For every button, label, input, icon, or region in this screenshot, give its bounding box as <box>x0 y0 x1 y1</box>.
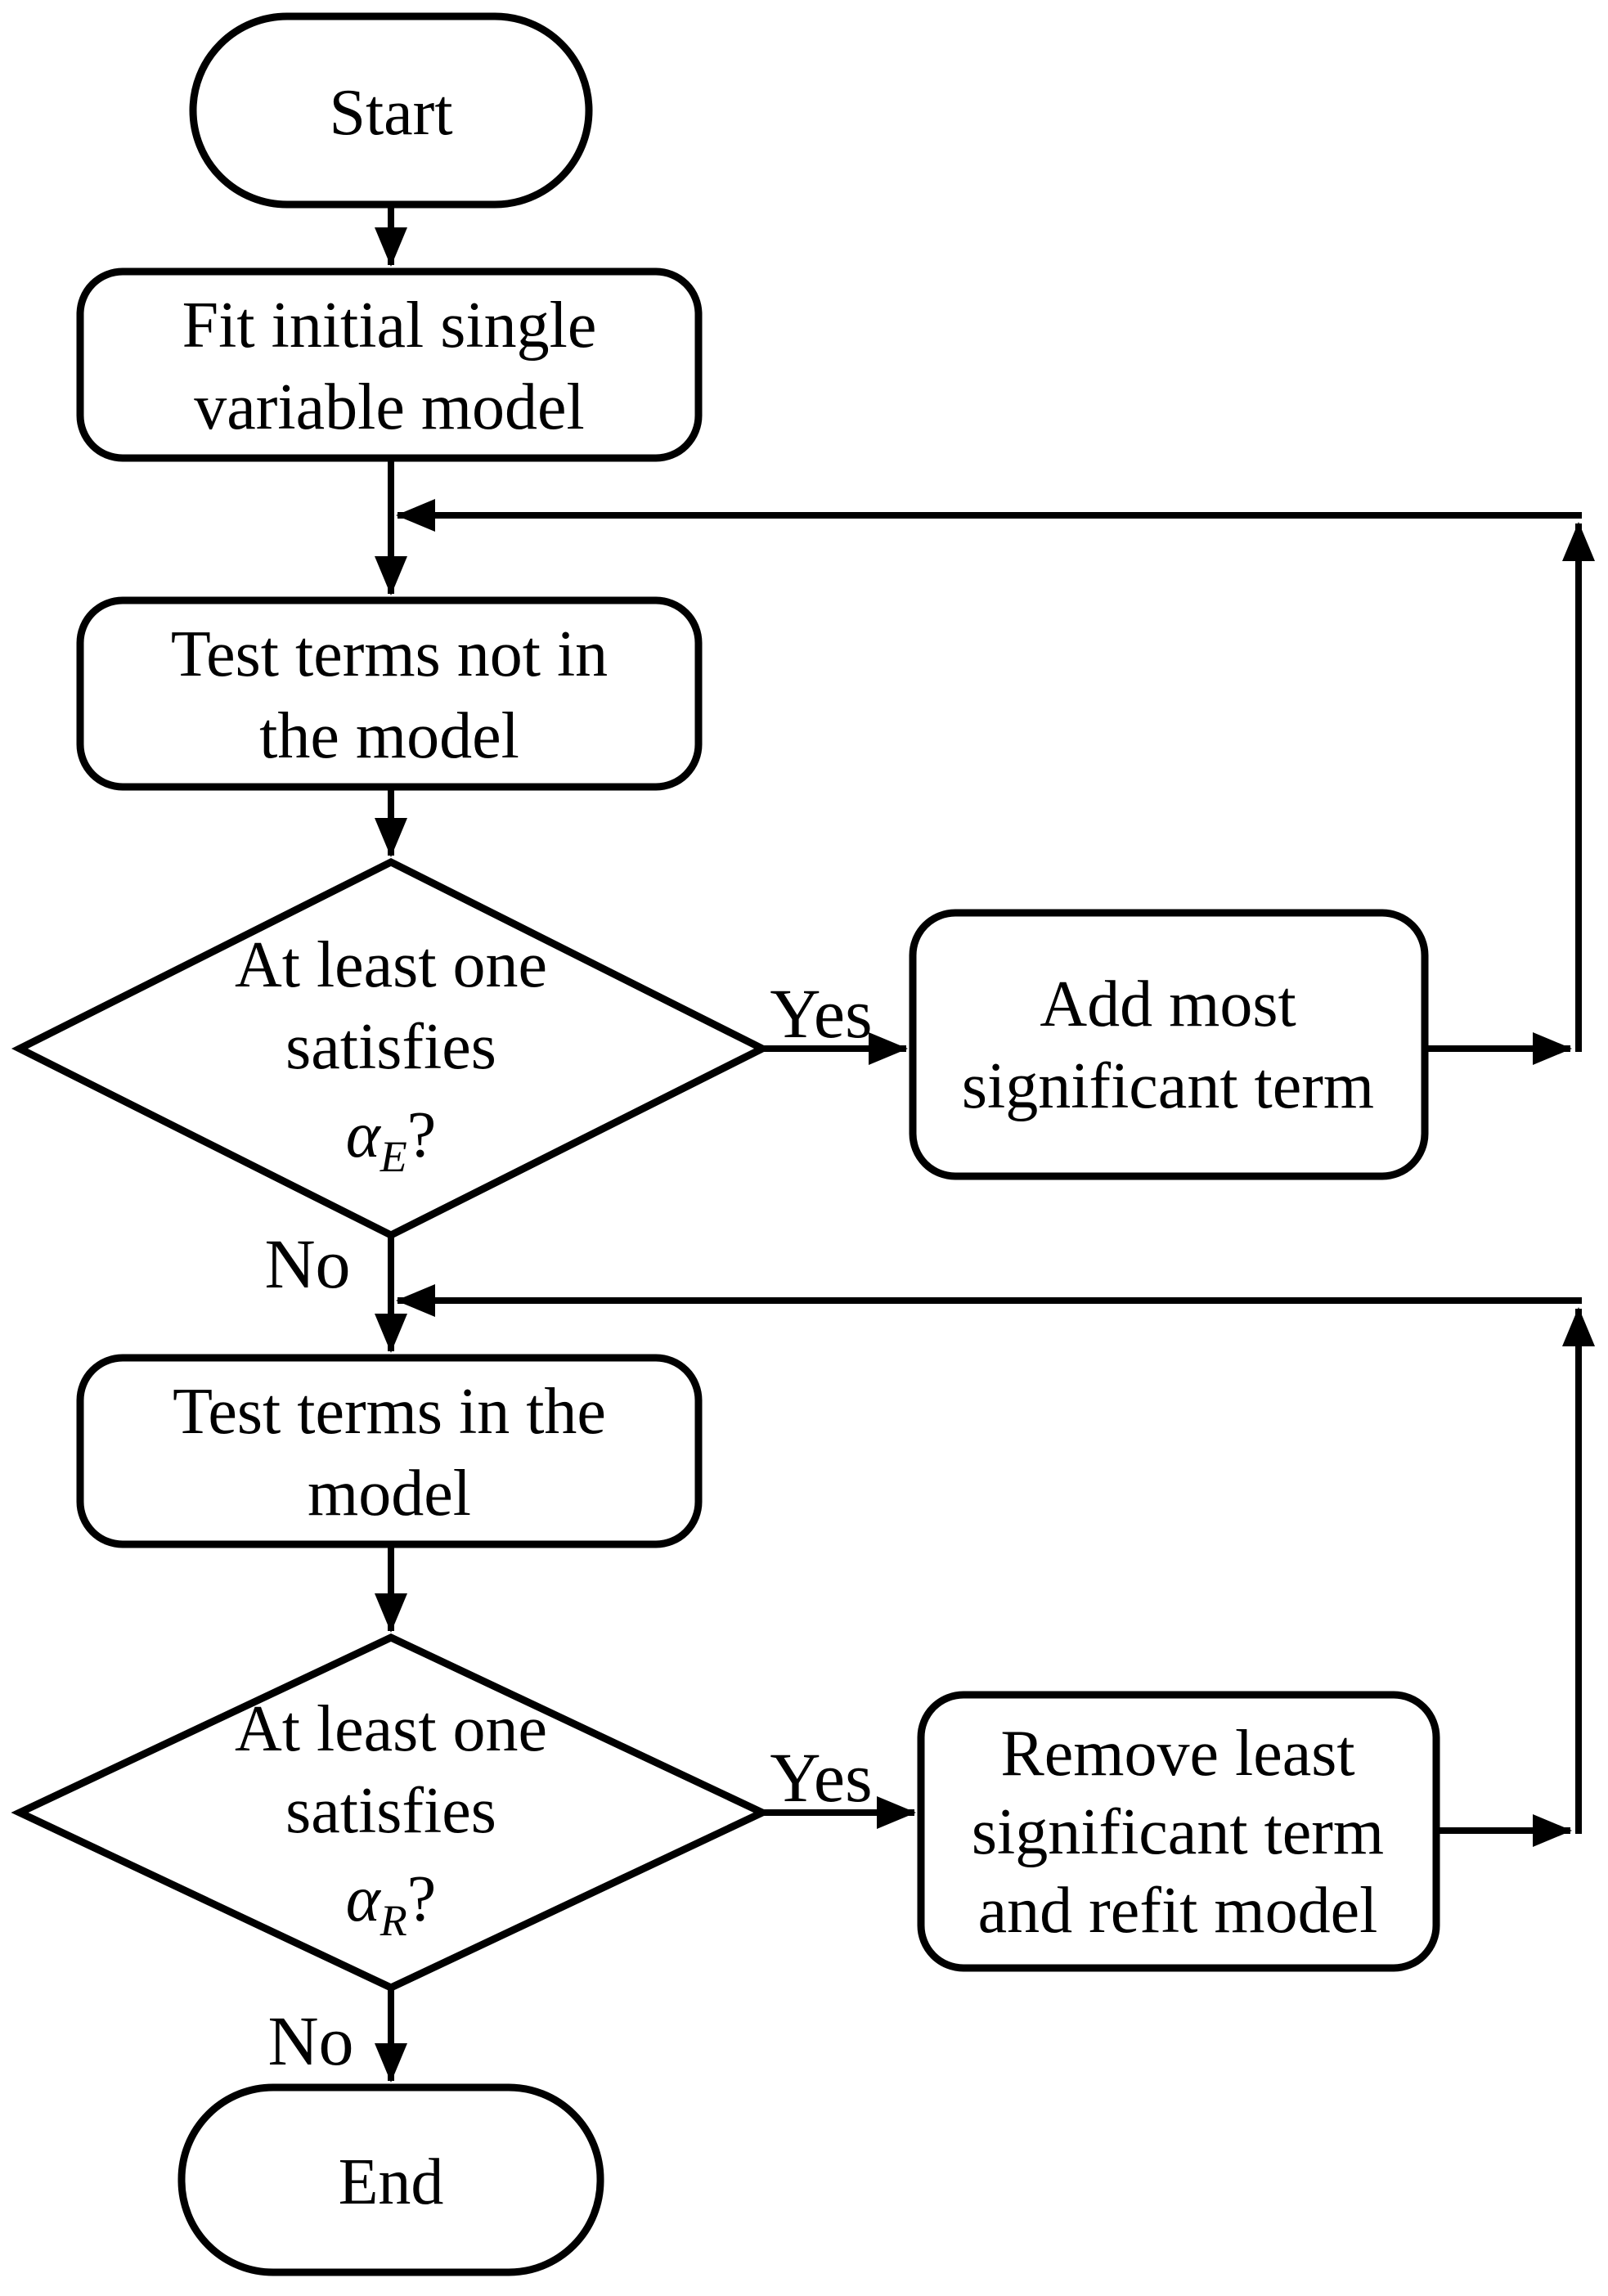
question-mark: ? <box>407 1099 437 1171</box>
fit-initial-model-box <box>76 267 703 462</box>
remove-term-line1: Remove least <box>1000 1718 1354 1790</box>
remove-term-box <box>917 1691 1440 1972</box>
test-terms-not-in-box <box>76 596 703 791</box>
decision-removal-criterion: αR? <box>346 1863 437 1945</box>
yes-label-removal: Yes <box>770 1738 872 1817</box>
end-label: End <box>339 2146 444 2218</box>
test-not-in-line1: Test terms not in <box>171 618 608 690</box>
alpha-symbol: α <box>346 1099 382 1171</box>
test-in-line2: model <box>308 1458 471 1530</box>
start-label: Start <box>329 77 452 149</box>
decision-removal-diamond <box>11 1633 771 1992</box>
end-node <box>177 2083 604 2276</box>
fit-initial-line2: variable model <box>194 371 585 443</box>
add-term-line1: Add most <box>1040 968 1296 1040</box>
start-node <box>189 12 593 209</box>
alpha-subscript: E <box>380 1132 407 1181</box>
decision-removal-line1: At least one <box>235 1693 547 1765</box>
remove-term-line2: significant term <box>972 1796 1384 1868</box>
decision-entry-line2: satisfies <box>285 1011 496 1083</box>
decision-removal-line2: satisfies <box>285 1775 496 1847</box>
alpha-symbol: α <box>346 1863 382 1935</box>
no-label-entry: No <box>264 1224 350 1303</box>
alpha-subscript: R <box>380 1896 407 1945</box>
decision-entry-criterion: αE? <box>346 1099 437 1181</box>
question-mark: ? <box>407 1863 437 1935</box>
remove-term-line3: and refit model <box>978 1875 1378 1947</box>
test-not-in-line2: the model <box>259 700 519 772</box>
yes-label-entry: Yes <box>770 974 872 1053</box>
test-terms-in-box <box>76 1354 703 1548</box>
add-term-line2: significant term <box>962 1050 1374 1122</box>
fit-initial-line1: Fit initial single <box>182 290 597 362</box>
add-term-box <box>909 909 1429 1180</box>
decision-entry-diamond <box>11 857 771 1240</box>
test-in-line1: Test terms in the <box>173 1376 606 1448</box>
no-label-removal: No <box>267 2002 353 2080</box>
decision-entry-line1: At least one <box>235 929 547 1001</box>
